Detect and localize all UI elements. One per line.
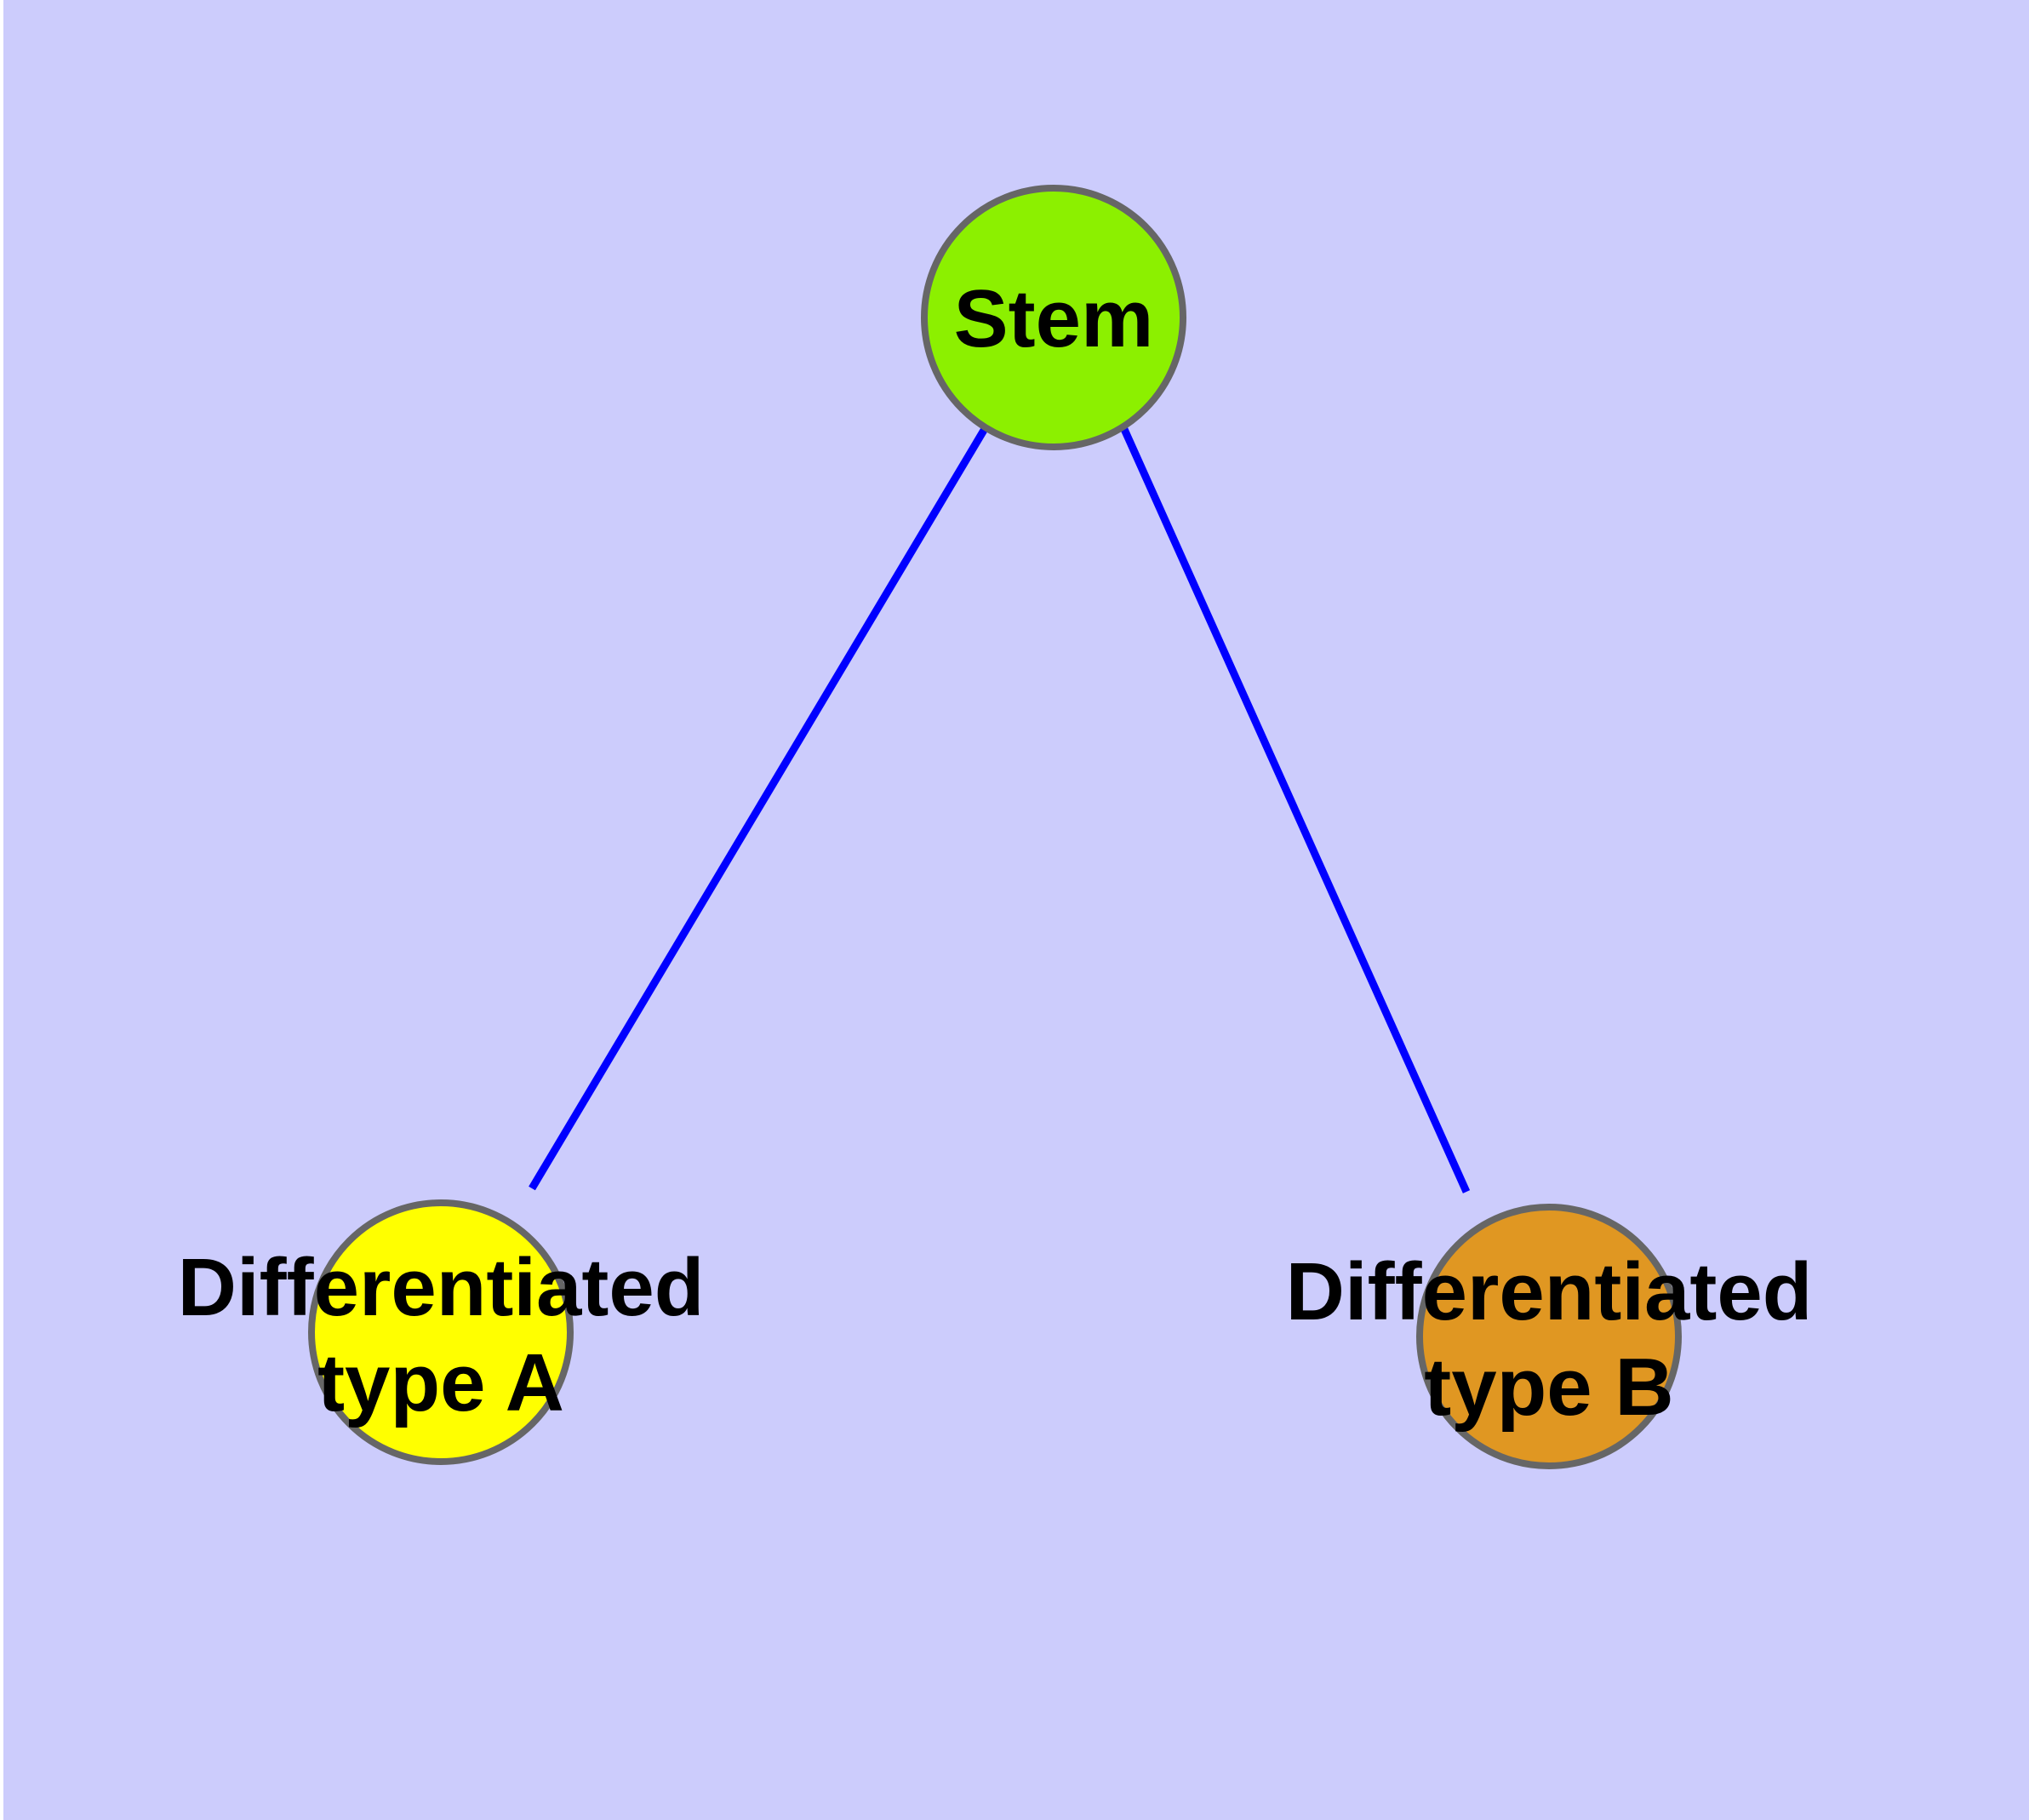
node-layer <box>308 185 1682 1469</box>
differentiated-type-a-node[interactable] <box>308 1199 574 1465</box>
stem-node[interactable] <box>921 185 1186 450</box>
differentiated-type-b-node[interactable] <box>1416 1204 1682 1469</box>
edge-stem-to-differentiated-type-a[interactable] <box>529 425 989 1191</box>
differentiated-type-b-label-line-2: type B <box>1424 1342 1673 1433</box>
differentiated-type-a-label: Differentiated type A <box>178 1242 705 1428</box>
differentiated-type-a-label-line-2: type A <box>317 1337 564 1428</box>
differentiated-type-b-label: Differentiated type B <box>1286 1246 1813 1433</box>
label-layer: Stem Differentiated type A Differentiate… <box>178 273 1813 1433</box>
stem-node-label: Stem <box>954 273 1154 364</box>
stem-node-circle[interactable] <box>921 185 1186 450</box>
differentiated-type-a-label-line-1: Differentiated <box>178 1242 705 1333</box>
differentiated-type-b-circle[interactable] <box>1416 1204 1682 1469</box>
differentiated-type-b-label-line-1: Differentiated <box>1286 1246 1813 1337</box>
edge-stem-to-differentiated-type-b[interactable] <box>1119 426 1471 1193</box>
edge-layer <box>529 425 1471 1193</box>
differentiated-type-a-circle[interactable] <box>308 1199 574 1465</box>
